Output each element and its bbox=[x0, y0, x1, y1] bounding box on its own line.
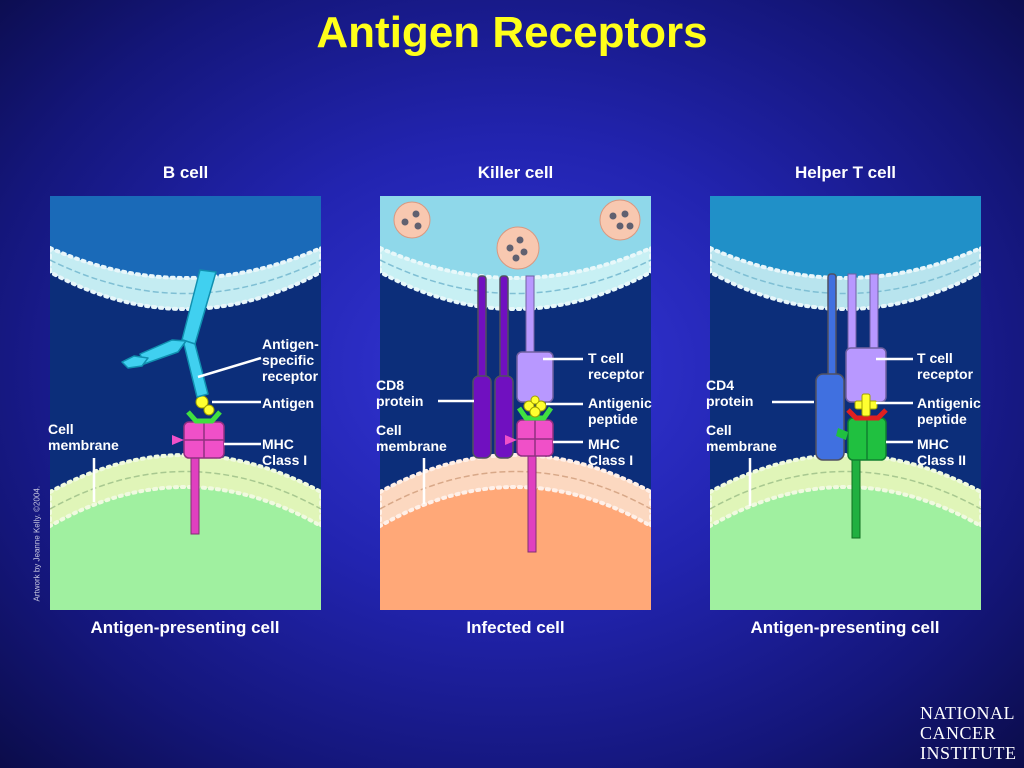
label-cd8-protein: CD8 protein bbox=[376, 377, 424, 409]
killer-cell-diagram bbox=[380, 196, 651, 610]
header-killer-cell: Killer cell bbox=[477, 163, 554, 182]
label-mhc-class-i: MHC Class I bbox=[588, 436, 634, 468]
b-cell-diagram bbox=[50, 196, 321, 610]
antigen bbox=[186, 410, 222, 424]
label-cell-membrane: Cell membrane bbox=[376, 422, 447, 454]
logo-line: NATIONAL bbox=[920, 703, 1015, 723]
page-title: Antigen Receptors bbox=[316, 8, 708, 57]
antigen-specific-receptor bbox=[121, 269, 217, 398]
infected-cell-body bbox=[380, 487, 651, 610]
antigenic-peptide bbox=[523, 395, 547, 418]
cd4-protein bbox=[815, 273, 845, 461]
b-cell-membrane bbox=[50, 245, 321, 311]
label-antigen: Antigen bbox=[262, 395, 315, 411]
cd8-protein bbox=[472, 275, 514, 459]
label-antigen-specific-receptor: Antigen- specific receptor bbox=[262, 336, 319, 384]
label-mhc-class-ii: MHC Class II bbox=[917, 436, 967, 468]
logo-line: INSTITUTE bbox=[920, 743, 1017, 763]
nci-logo: NATIONAL CANCER INSTITUTE bbox=[920, 703, 1016, 763]
antigenic-peptide bbox=[854, 393, 878, 417]
helper-t-cell-diagram bbox=[710, 196, 981, 610]
artwork-credit: Artwork by Jeanne Kelly. ©2004. bbox=[32, 485, 42, 602]
header-helper-t-cell: Helper T cell bbox=[794, 163, 897, 182]
label-t-cell-receptor: T cell receptor bbox=[588, 350, 645, 382]
footer-infected-cell: Infected cell bbox=[466, 618, 565, 637]
label-t-cell-receptor: T cell receptor bbox=[917, 350, 974, 382]
label-antigenic-peptide: Antigenic peptide bbox=[917, 395, 981, 427]
cytotoxic-granules bbox=[393, 199, 641, 270]
apc-membrane bbox=[710, 453, 981, 529]
killer-cell-membrane bbox=[380, 245, 651, 311]
label-antigenic-peptide: Antigenic peptide bbox=[588, 395, 652, 427]
footer-antigen-presenting-cell: Antigen-presenting cell bbox=[90, 618, 280, 637]
apc-body bbox=[710, 487, 981, 610]
b-cell-body bbox=[50, 196, 321, 284]
label-cell-membrane: Cell membrane bbox=[706, 422, 777, 454]
header-b-cell: B cell bbox=[162, 163, 209, 182]
apc-body bbox=[50, 487, 321, 610]
label-cell-membrane: Cell membrane bbox=[48, 421, 119, 453]
label-mhc-class-i: MHC Class I bbox=[262, 436, 308, 468]
footer-antigen-presenting-cell: Antigen-presenting cell bbox=[750, 618, 940, 637]
label-cd4-protein: CD4 protein bbox=[706, 377, 754, 409]
infected-cell-membrane bbox=[380, 453, 651, 529]
helper-t-cell-membrane bbox=[710, 245, 981, 311]
apc-membrane bbox=[50, 453, 321, 529]
logo-line: CANCER bbox=[920, 723, 997, 743]
helper-t-cell-body bbox=[710, 196, 981, 284]
